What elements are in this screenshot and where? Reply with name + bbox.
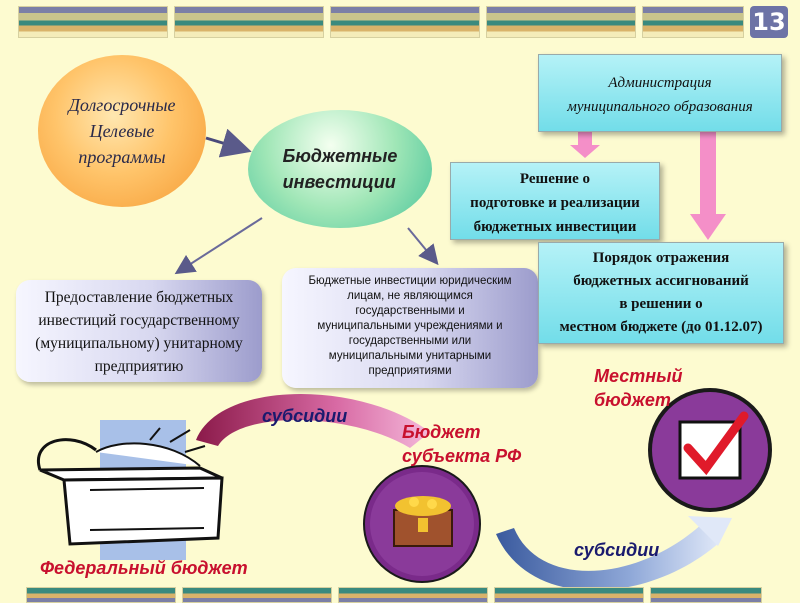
subsidies-band-bottom bbox=[496, 522, 720, 591]
municipal-administration-text: Администрация муниципального образования bbox=[567, 75, 753, 115]
budget-order-box: Порядок отражения бюджетных ассигнований… bbox=[538, 242, 784, 344]
strip-cell bbox=[174, 6, 324, 38]
budget-order-text: Порядок отражения бюджетных ассигнований… bbox=[559, 250, 763, 335]
municipal-administration-box: Администрация муниципального образования bbox=[538, 54, 782, 132]
long-term-programs-oval: Долгосрочные Целевые программы bbox=[38, 55, 206, 207]
strip-cell bbox=[330, 6, 480, 38]
legal-entities-text: Бюджетные инвестиции юридическим лицам, … bbox=[308, 275, 512, 377]
treasure-chest-icon bbox=[36, 420, 224, 560]
bottom-decor-strip bbox=[26, 587, 768, 603]
decision-text: Решение о подготовке и реализации бюджет… bbox=[470, 171, 640, 235]
strip-cell bbox=[182, 587, 332, 603]
gold-chest-icon bbox=[363, 465, 481, 583]
pink-arrow-small bbox=[570, 131, 600, 158]
strip-cell bbox=[26, 587, 176, 603]
strip-cell bbox=[486, 6, 636, 38]
strip-cell bbox=[494, 587, 644, 603]
local-budget-label: Местный бюджет bbox=[594, 366, 683, 410]
strip-cell bbox=[18, 6, 168, 38]
pink-arrow-large bbox=[690, 131, 726, 240]
federal-budget-label: Федеральный бюджет bbox=[40, 558, 248, 578]
page-number: 13 bbox=[750, 6, 788, 38]
subsidies-band-top bbox=[196, 393, 430, 448]
checkbox-check-icon bbox=[648, 388, 772, 512]
long-term-programs-label: Долгосрочные Целевые программы bbox=[68, 95, 176, 167]
arrow-to-unitary bbox=[174, 217, 263, 275]
unitary-enterprise-text: Предоставление бюджетных инвестиций госу… bbox=[35, 289, 243, 375]
strip-cell bbox=[650, 587, 762, 603]
strip-cell bbox=[642, 6, 744, 38]
budget-investments-label: Бюджетные инвестиции bbox=[282, 146, 398, 192]
unitary-enterprise-box: Предоставление бюджетных инвестиций госу… bbox=[16, 280, 262, 382]
decision-box: Решение о подготовке и реализации бюджет… bbox=[450, 162, 660, 240]
arrow-programs-to-investments bbox=[205, 128, 252, 158]
subsidies-band-arrowhead bbox=[688, 516, 732, 546]
subsidies-label-bottom: субсидии bbox=[574, 540, 660, 560]
top-decor-strip bbox=[18, 6, 750, 38]
regional-budget-label: Бюджет субъекта РФ bbox=[402, 422, 522, 466]
legal-entities-box: Бюджетные инвестиции юридическим лицам, … bbox=[282, 268, 538, 388]
subsidies-label-top: субсидии bbox=[262, 406, 348, 426]
budget-investments-oval: Бюджетные инвестиции bbox=[248, 110, 432, 228]
strip-cell bbox=[338, 587, 488, 603]
arrow-to-legal bbox=[407, 227, 439, 266]
